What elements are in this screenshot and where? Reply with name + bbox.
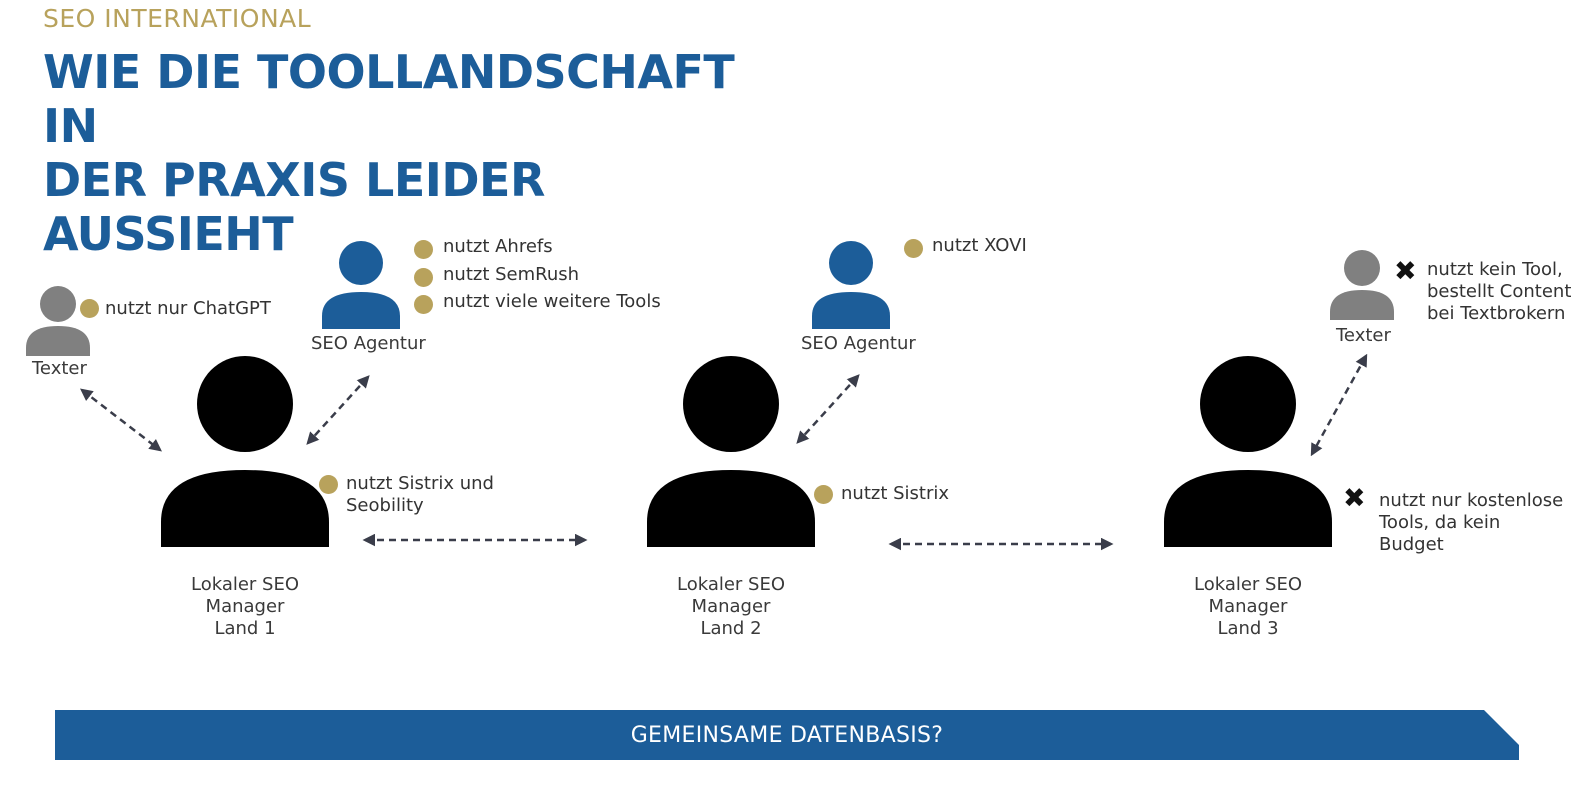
agency-1-note-1: nutzt Ahrefs — [443, 236, 553, 257]
texter-3-note-line-3: bei Textbrokern — [1427, 303, 1566, 324]
manager-2-label-line-1: Lokaler SEO — [676, 574, 786, 595]
manager-1-label-line-1: Lokaler SEO — [190, 574, 300, 595]
manager-1-label-line-3: Land 1 — [214, 618, 276, 639]
page-title-line-1: WIE DIE TOOLLANDSCHAFT IN — [43, 45, 735, 153]
texter-1-label: Texter — [32, 358, 87, 379]
texter-3-note-line-2: bestellt Content — [1427, 281, 1572, 302]
tool-dot-icon — [319, 475, 338, 494]
manager-3-label-line-3: Land 3 — [1217, 618, 1279, 639]
agency-1-person-icon — [322, 241, 400, 329]
manager-3-note-line-2: Tools, da kein — [1379, 512, 1501, 533]
agency-2-person-icon — [812, 241, 890, 329]
manager-3-label-line-2: Manager — [1208, 596, 1288, 617]
manager-2-label: Lokaler SEO Manager Land 2 — [641, 574, 821, 640]
manager-1-note-line-1: nutzt Sistrix und — [346, 473, 494, 494]
manager-2-person-icon — [647, 356, 815, 547]
manager-1-note: nutzt Sistrix und Seobility — [346, 473, 494, 517]
agency-1-note-3: nutzt viele weitere Tools — [443, 291, 661, 312]
manager-3-label: Lokaler SEO Manager Land 3 — [1158, 574, 1338, 640]
x-mark-icon: ✖ — [1343, 483, 1366, 514]
texter-3-label: Texter — [1336, 325, 1391, 346]
tool-dot-icon — [414, 240, 433, 259]
link-agency1-manager1-arrow-icon — [306, 375, 370, 445]
manager-3-person-icon — [1164, 356, 1332, 547]
page-title: WIE DIE TOOLLANDSCHAFT IN DER PRAXIS LEI… — [43, 45, 803, 261]
agency-1-note-2: nutzt SemRush — [443, 264, 580, 285]
manager-1-label: Lokaler SEO Manager Land 1 — [155, 574, 335, 640]
tool-dot-icon — [904, 239, 923, 258]
tool-dot-icon — [814, 485, 833, 504]
manager-1-note-line-2: Seobility — [346, 495, 424, 516]
link-texter1-manager1-arrow-icon — [80, 388, 162, 452]
manager-2-label-line-2: Manager — [691, 596, 771, 617]
banner-label: GEMEINSAME DATENBASIS? — [630, 723, 944, 748]
page-title-line-2: DER PRAXIS LEIDER AUSSIEHT — [43, 153, 545, 261]
agency-2-label: SEO Agentur — [801, 333, 916, 354]
manager-3-label-line-1: Lokaler SEO — [1193, 574, 1303, 595]
manager-3-note-line-1: nutzt nur kostenlose — [1379, 490, 1564, 511]
tool-dot-icon — [80, 299, 99, 318]
banner-shape — [55, 710, 1519, 760]
x-mark-icon: ✖ — [1394, 256, 1417, 287]
section-kicker: SEO INTERNATIONAL — [43, 4, 312, 33]
manager-1-person-icon — [161, 356, 329, 547]
manager-2-label-line-3: Land 2 — [700, 618, 762, 639]
agency-2-note: nutzt XOVI — [932, 235, 1027, 256]
manager-3-note-line-3: Budget — [1379, 534, 1444, 555]
texter-3-person-icon — [1330, 250, 1394, 320]
manager-3-note: nutzt nur kostenlose Tools, da kein Budg… — [1379, 490, 1563, 556]
agency-1-label: SEO Agentur — [311, 333, 426, 354]
texter-3-note-line-1: nutzt kein Tool, — [1427, 259, 1563, 280]
manager-1-label-line-2: Manager — [205, 596, 285, 617]
texter-1-note: nutzt nur ChatGPT — [105, 298, 271, 319]
texter-3-note: nutzt kein Tool, bestellt Content bei Te… — [1427, 259, 1571, 325]
tool-dot-icon — [414, 295, 433, 314]
manager-2-note: nutzt Sistrix — [841, 483, 950, 504]
texter-1-person-icon — [26, 286, 90, 356]
tool-dot-icon — [414, 268, 433, 287]
link-agency2-manager2-arrow-icon — [796, 374, 860, 444]
link-texter3-manager3-arrow-icon — [1310, 353, 1368, 457]
